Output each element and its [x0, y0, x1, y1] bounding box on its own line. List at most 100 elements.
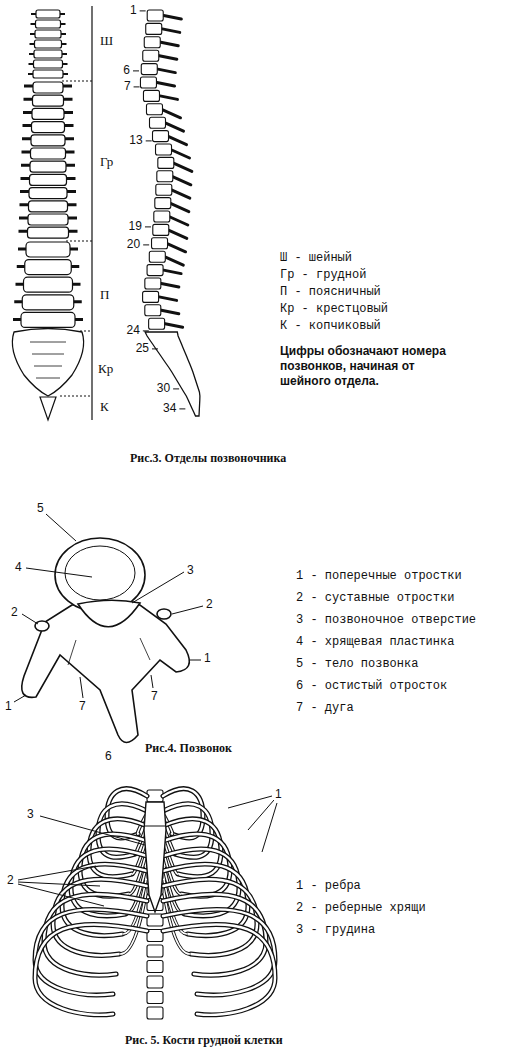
callout-number: 6 [104, 750, 113, 764]
callout-number: 7 [78, 700, 87, 714]
spinous-process [168, 216, 188, 225]
vertebra-side [149, 251, 165, 262]
vertebra-side [143, 291, 159, 302]
vertebra-front [36, 10, 60, 18]
rib [35, 924, 147, 1014]
vertebra-side [141, 64, 157, 75]
vertebra-front [31, 148, 66, 159]
callout-number: 30 [156, 382, 171, 396]
leader-lines [14, 514, 277, 906]
vertebra-side [157, 171, 173, 182]
vertebra-front [32, 122, 65, 133]
rib [163, 789, 203, 838]
spinous-process [172, 162, 192, 171]
rib [107, 789, 147, 838]
rib [163, 894, 266, 975]
callout-number: 3 [186, 564, 195, 578]
legend-text: 1 - поперечные отростки [296, 570, 462, 584]
callout-number: 3 [26, 808, 35, 822]
callout-number: 19 [128, 220, 143, 234]
vertebra-side [152, 238, 168, 249]
vertebra-front [34, 60, 63, 68]
vertebra-front [29, 201, 68, 212]
spinous-process [166, 243, 186, 252]
section-letter: Ш [100, 34, 113, 49]
rib [44, 894, 147, 975]
vertebra-front [32, 108, 64, 119]
callout-number: 1 [4, 700, 13, 714]
spinous-process [158, 42, 178, 46]
spinous-process [169, 203, 189, 212]
vertebra-drawing [22, 538, 190, 743]
vertebra-side [154, 211, 170, 222]
vertebra-front [21, 312, 75, 327]
number-tick [143, 244, 149, 245]
vertebra-side [149, 318, 165, 329]
callout-number: 5 [36, 502, 45, 516]
vertebra-side [143, 50, 159, 61]
callout-number: 20 [126, 238, 141, 252]
spinous-process [163, 323, 183, 327]
vertebra-side [146, 104, 162, 115]
spinous-process [163, 256, 183, 265]
callout-number: 34 [162, 402, 177, 416]
note-text: Цифры обозначают номера позвонков, начин… [280, 344, 450, 389]
number-tick [143, 330, 149, 331]
vertebra-side [140, 77, 156, 88]
rib [53, 879, 147, 955]
spinous-process [170, 149, 190, 158]
rib [163, 789, 203, 838]
rib [107, 789, 147, 838]
legend-text: 1 - ребра [296, 880, 361, 894]
vertebra-front [31, 135, 65, 146]
spinous-process [161, 15, 181, 19]
spinous-process [154, 82, 174, 86]
vertebra-side [147, 10, 163, 21]
section-bracket [60, 6, 92, 420]
callout-number: 2 [205, 598, 214, 612]
skeleton-drawing [12, 10, 275, 1019]
rib [53, 879, 147, 955]
vertebra-side [153, 131, 169, 142]
number-tick [152, 348, 158, 349]
legend-text: Кр - крестцовый [280, 303, 388, 317]
vertebra-front [26, 242, 70, 257]
vertebra-front [22, 295, 74, 310]
section-letter: К [100, 400, 109, 415]
spinous-process [159, 283, 179, 287]
vertebra-side [145, 278, 161, 289]
callout-number: 7 [150, 690, 159, 704]
rib [163, 924, 275, 1014]
vertebra-front [25, 260, 72, 275]
vertebra-front [29, 188, 67, 199]
legend-text: 3 - грудина [296, 924, 375, 938]
section-letter: П [100, 288, 109, 303]
vertebra-front [33, 95, 64, 106]
vertebra-side [155, 198, 171, 209]
number-tick [179, 408, 185, 409]
sacrum-line [34, 366, 62, 367]
vertebra-side [158, 157, 174, 168]
legend-text: Гр - грудной [280, 269, 366, 283]
sacrum-side [145, 332, 200, 416]
legend-text: 3 - позвоночное отверстие [296, 614, 476, 628]
spinous-process [157, 95, 177, 99]
figure-caption: Рис. 5. Кости грудной клетки [125, 1034, 283, 1048]
callout-number: 25 [135, 342, 150, 356]
spinous-process [170, 189, 190, 198]
vertebra-front [28, 227, 69, 238]
vertebra [147, 961, 163, 973]
vertebra [147, 1007, 163, 1019]
callout-number: 13 [128, 134, 143, 148]
sternum-joint [145, 826, 165, 827]
rib [44, 894, 147, 975]
spinous-process [160, 109, 180, 118]
number-tick [145, 226, 151, 227]
number-tick [134, 86, 140, 87]
callout-number: 2 [10, 606, 19, 620]
sacrum-line [32, 354, 64, 355]
callout-number: 4 [14, 561, 23, 575]
rib [163, 879, 257, 955]
